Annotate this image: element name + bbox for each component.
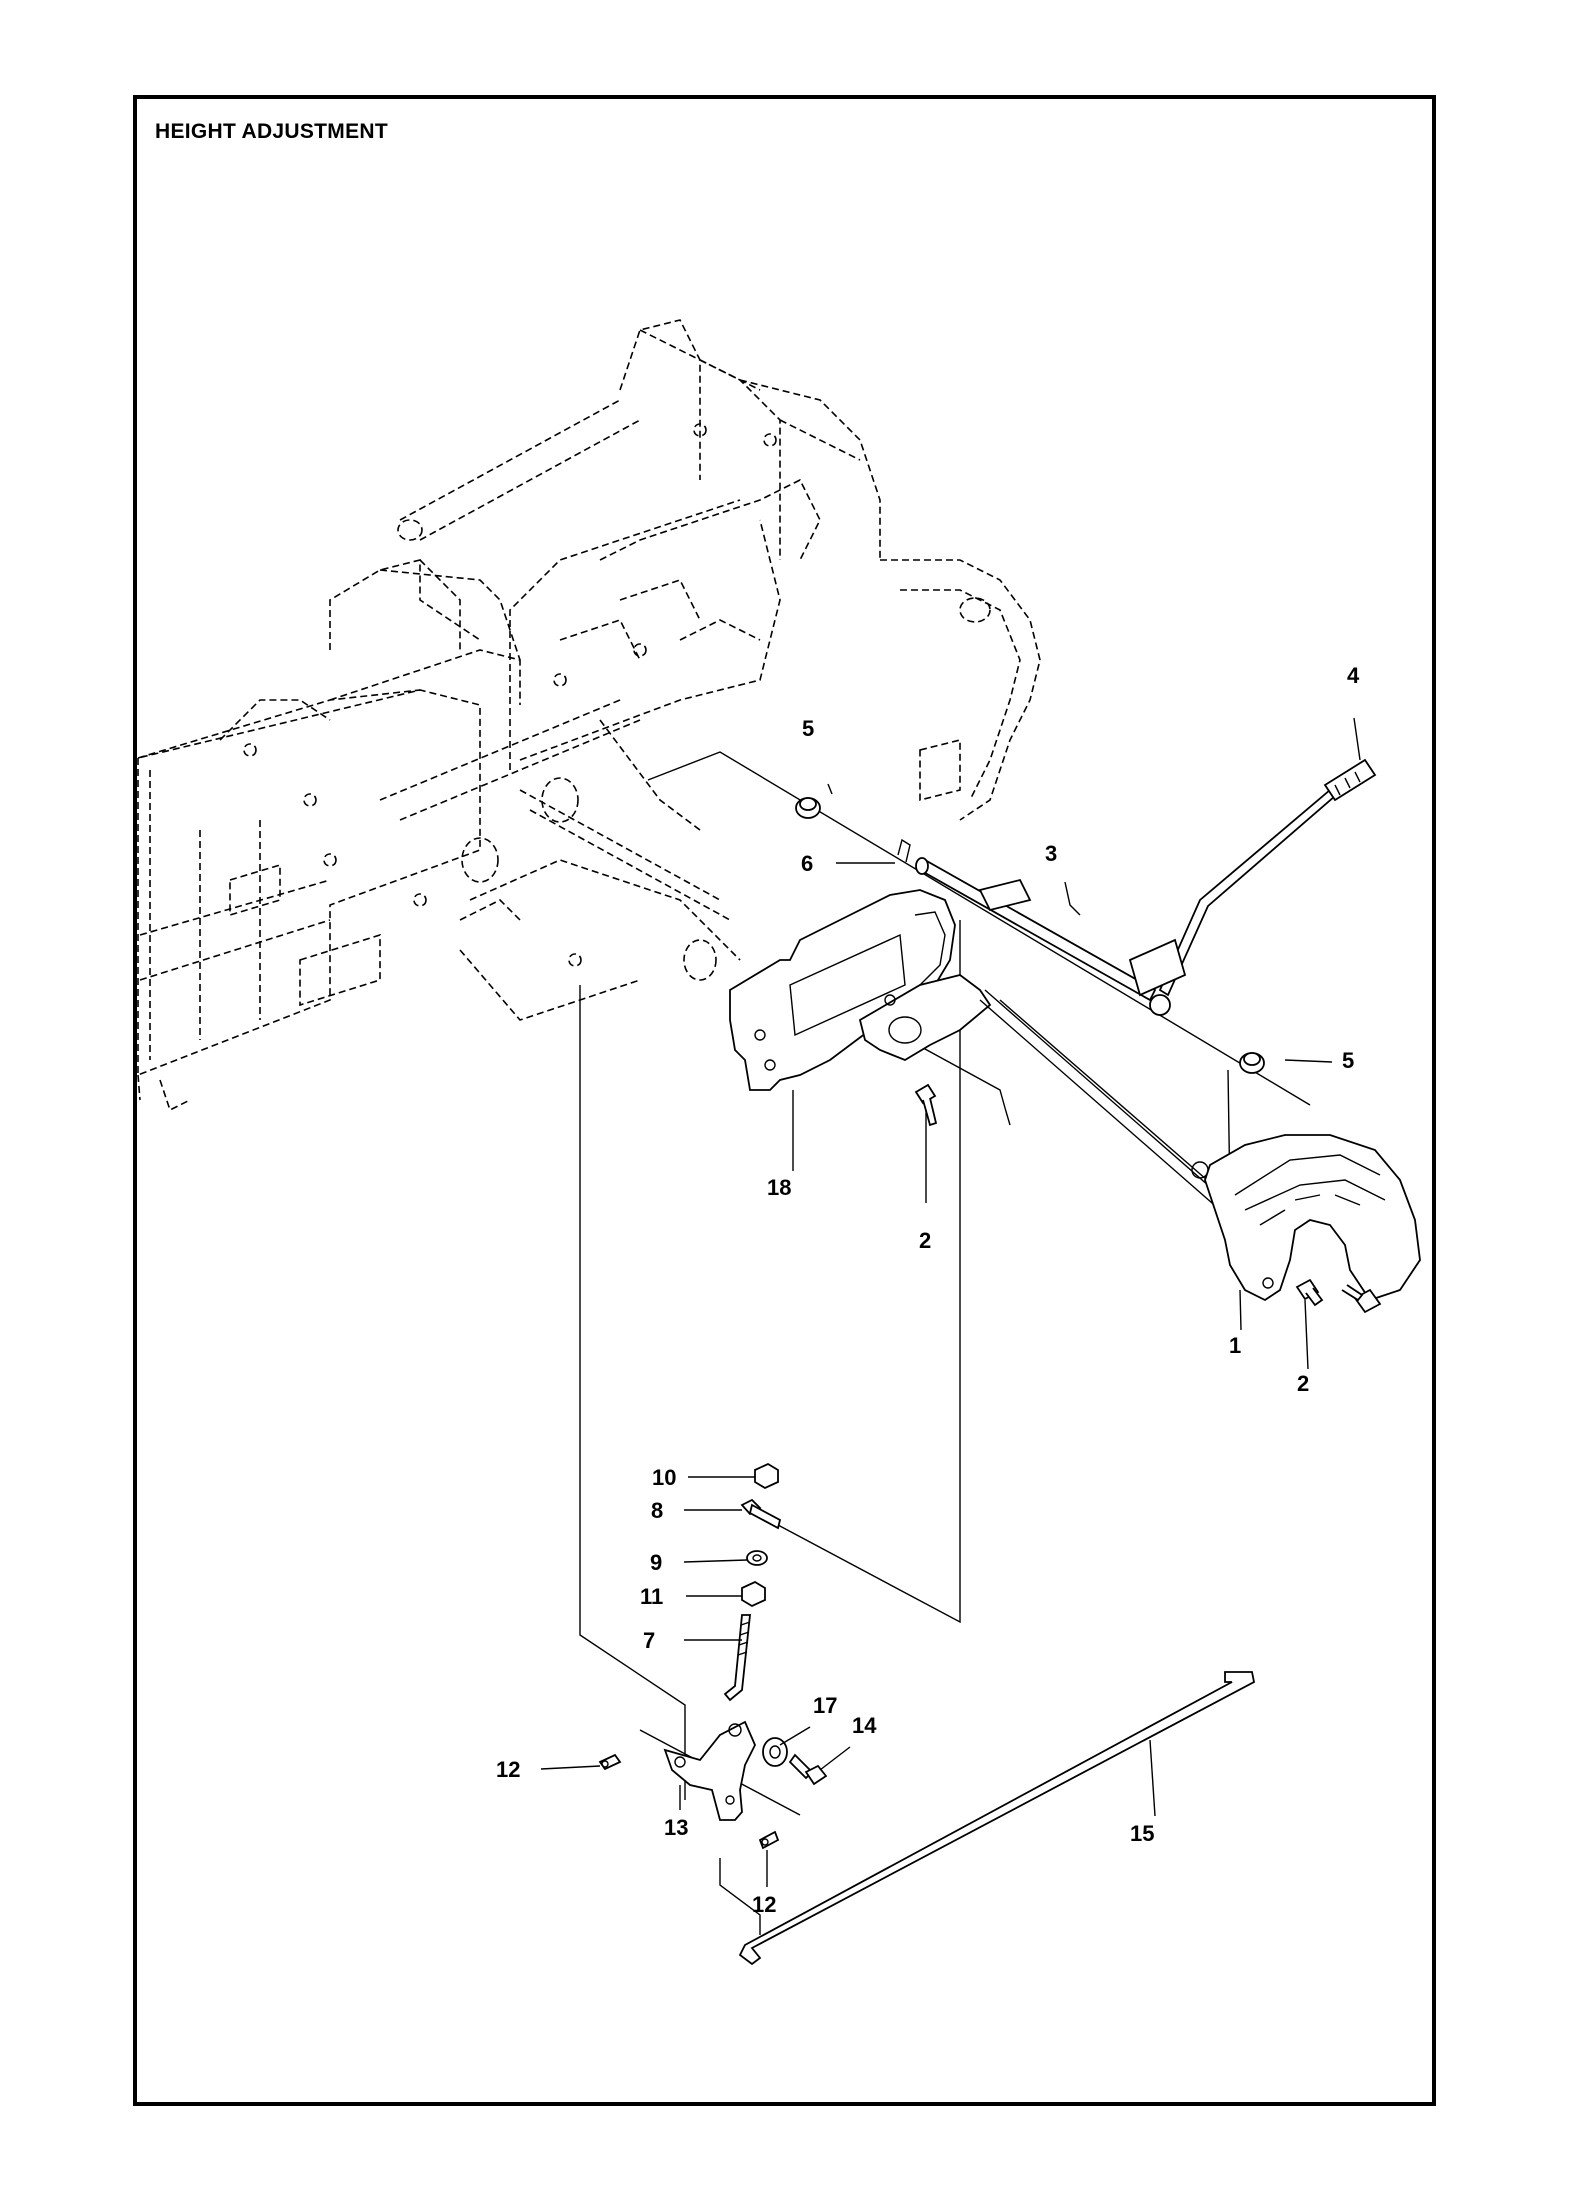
callout-5-lower: 5 bbox=[1342, 1048, 1354, 1073]
callout-12-lower: 12 bbox=[752, 1892, 776, 1917]
part-12-pin-left bbox=[598, 1753, 622, 1771]
callout-12-left: 12 bbox=[496, 1757, 520, 1782]
part-12-pin-lower bbox=[758, 1830, 780, 1850]
page-title: HEIGHT ADJUSTMENT bbox=[155, 120, 388, 143]
callout-18: 18 bbox=[767, 1175, 791, 1200]
part-13-bell-crank bbox=[663, 1720, 756, 1821]
part-10-nut bbox=[754, 1462, 779, 1490]
callout-15: 15 bbox=[1130, 1821, 1154, 1846]
callout-2-lower: 2 bbox=[1297, 1371, 1309, 1396]
callout-10: 10 bbox=[652, 1465, 676, 1490]
callout-3: 3 bbox=[1045, 841, 1057, 866]
part-2-screw-lower bbox=[1295, 1278, 1382, 1314]
callout-14: 14 bbox=[852, 1713, 877, 1738]
part-3-shaft bbox=[915, 857, 1157, 1002]
part-4-lever bbox=[1128, 758, 1377, 1016]
diagram-border bbox=[133, 95, 1436, 2106]
callout-1: 1 bbox=[1229, 1333, 1241, 1358]
part-5-bushing-upper bbox=[795, 797, 821, 819]
callout-8: 8 bbox=[651, 1498, 663, 1523]
callout-9: 9 bbox=[650, 1550, 662, 1575]
chassis-frame bbox=[137, 319, 1041, 1112]
part-7-threaded-rod bbox=[723, 1614, 752, 1702]
part-14-bolt bbox=[788, 1753, 828, 1786]
callout-17: 17 bbox=[813, 1693, 837, 1718]
callout-5-upper: 5 bbox=[802, 716, 814, 741]
callout-11: 11 bbox=[640, 1584, 663, 1609]
part-18-bracket bbox=[729, 889, 992, 1091]
part-8-bolt bbox=[740, 1498, 782, 1530]
callout-labels: 1 2 2 3 4 5 5 6 7 8 9 10 11 12 12 13 14 … bbox=[496, 663, 1360, 1917]
part-1-indicator-plate bbox=[979, 989, 1421, 1302]
callout-6: 6 bbox=[801, 851, 813, 876]
part-15-link-rod bbox=[738, 1671, 1256, 1966]
part-6-clip bbox=[897, 838, 911, 863]
callout-2-upper: 2 bbox=[919, 1228, 931, 1253]
leader-lines bbox=[540, 717, 1361, 1887]
callout-13: 13 bbox=[664, 1815, 688, 1840]
part-11-nut bbox=[741, 1580, 766, 1608]
part-9-washer bbox=[746, 1550, 768, 1566]
callout-7: 7 bbox=[643, 1628, 655, 1653]
callout-4: 4 bbox=[1347, 663, 1360, 688]
part-5-bushing-lower bbox=[1239, 1052, 1265, 1074]
